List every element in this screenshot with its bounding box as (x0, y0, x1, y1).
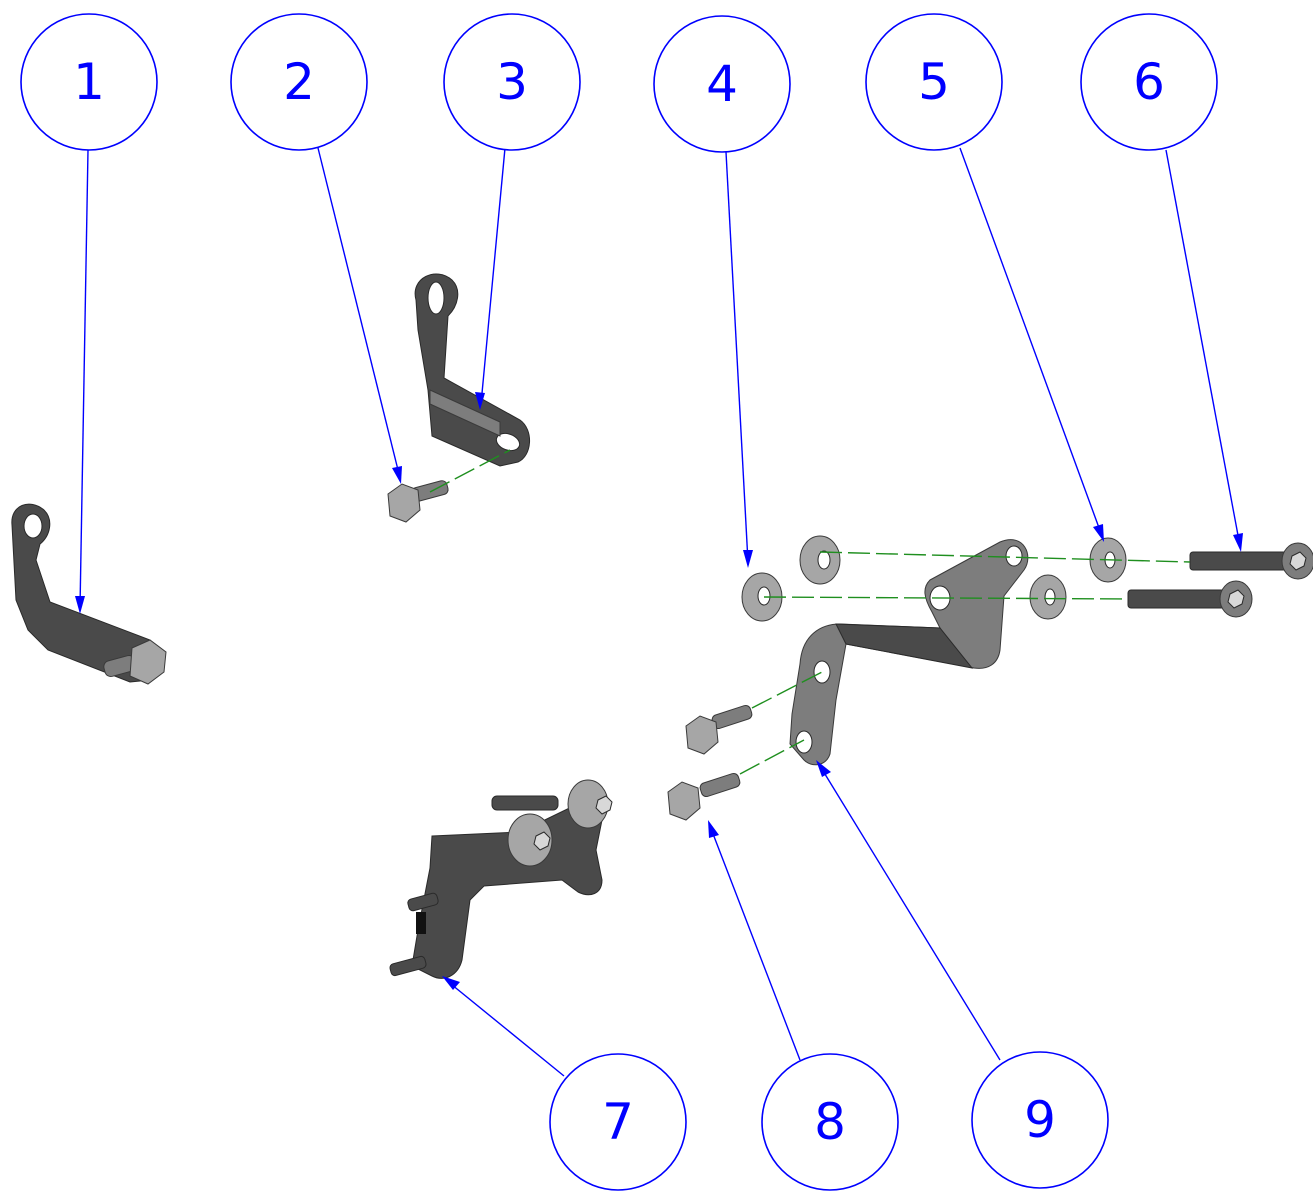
leader-line-3 (480, 147, 506, 405)
leader-line-2 (317, 147, 401, 479)
balloon-6: 6 (1080, 13, 1218, 151)
balloon-8: 8 (761, 1053, 899, 1191)
assembly-axis-lines (429, 449, 1191, 775)
part-2-flange-bolt (387, 480, 449, 523)
leader-line-7 (445, 979, 565, 1077)
axis-line-upper-row (819, 551, 1191, 563)
balloon-label: 9 (1024, 1091, 1056, 1149)
balloon-circle (549, 1053, 687, 1191)
leader-line-1 (79, 149, 89, 609)
washer-upper-left (799, 535, 841, 585)
leader-line-8 (709, 825, 801, 1061)
leader-arrow-7 (442, 976, 460, 990)
leader-arrow-9 (816, 760, 831, 777)
leader-line-6 (1165, 149, 1241, 547)
axis-line-part-2-to-3 (429, 449, 511, 493)
balloon-label: 4 (706, 55, 738, 113)
balloon-5: 5 (865, 13, 1003, 151)
balloon-2: 2 (230, 13, 368, 151)
leader-arrow-3 (475, 392, 485, 410)
leader-line-9 (819, 765, 1001, 1061)
leader-arrow-1 (75, 596, 85, 614)
balloon-3: 3 (443, 13, 581, 151)
balloon-label: 2 (283, 53, 315, 111)
leader-line-5 (959, 147, 1103, 537)
axis-line-bolt-lower (739, 739, 805, 775)
balloon-circle (443, 13, 581, 151)
balloon-label: 7 (602, 1093, 634, 1151)
balloon-1: 1 (20, 13, 158, 151)
part-1-bracket-assembly (11, 503, 167, 685)
leader-line-4 (725, 151, 749, 563)
balloon-label: 6 (1133, 53, 1165, 111)
balloon-circle (230, 13, 368, 151)
part-7-bracket-assembly (389, 779, 613, 979)
leader-arrow-4 (743, 550, 753, 568)
balloon-circle (761, 1053, 899, 1191)
balloon-circle (653, 15, 791, 153)
part-8-flange-bolt-upper (685, 704, 753, 755)
balloon-4: 4 (653, 15, 791, 153)
balloon-circle (1080, 13, 1218, 151)
part-6-cap-screw-lower (1127, 580, 1253, 618)
balloon-label: 5 (918, 53, 950, 111)
balloon-9: 9 (971, 1051, 1109, 1189)
part-9-bent-bracket (789, 539, 1029, 766)
part-6-cap-screw-upper (1189, 542, 1313, 580)
balloon-circle (865, 13, 1003, 151)
balloon-circle (20, 13, 158, 151)
balloon-label: 3 (496, 53, 528, 111)
balloon-circle (971, 1051, 1109, 1189)
balloon-7: 7 (549, 1053, 687, 1191)
part-8-flange-bolt-lower (667, 772, 741, 821)
leader-arrow-6 (1233, 533, 1243, 552)
leader-arrow-2 (392, 466, 402, 484)
axis-line-bolt-upper (751, 671, 823, 709)
part-5-washer-lower (1029, 574, 1067, 620)
part-4-washer (741, 572, 783, 622)
leader-arrow-5 (1093, 524, 1104, 542)
part-3-bracket (414, 273, 530, 467)
leader-arrow-8 (708, 820, 719, 838)
balloon-label: 8 (814, 1093, 846, 1151)
leader-lines (75, 147, 1243, 1077)
balloon-label: 1 (73, 53, 105, 111)
axis-line-lower-row (763, 596, 1129, 600)
